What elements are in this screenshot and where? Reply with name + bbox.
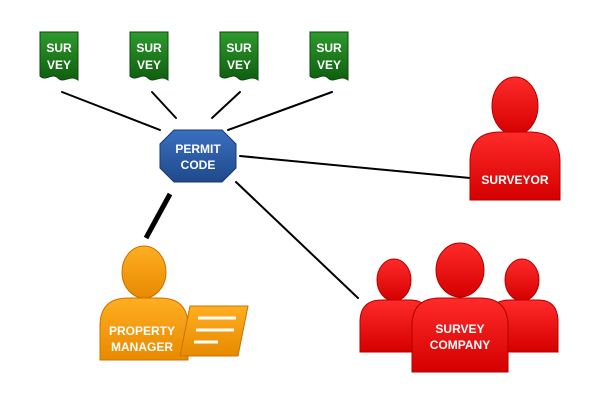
- connectors: [61, 91, 471, 299]
- survey-doc-2-line1: SUR: [136, 41, 162, 55]
- survey-company-node: SURVEY COMPANY: [359, 242, 559, 373]
- survey-doc-2: SUR VEY: [129, 31, 169, 81]
- person-head-icon: [491, 76, 539, 136]
- survey-doc-4-line1: SUR: [316, 41, 342, 55]
- connector-property-manager: [143, 192, 173, 240]
- survey-doc-3-line2: VEY: [227, 58, 251, 72]
- octagon-icon: [159, 129, 237, 183]
- survey-doc-1-line2: VEY: [47, 58, 71, 72]
- survey-company-line1: SURVEY: [435, 322, 484, 336]
- connector-survey-4: [227, 91, 333, 131]
- person-head-icon: [435, 242, 485, 298]
- survey-doc-2-line2: VEY: [137, 58, 161, 72]
- document-icon: [309, 31, 349, 81]
- permit-code-node: PERMIT CODE: [159, 129, 237, 183]
- person-head-icon: [121, 245, 167, 299]
- connector-survey-1: [61, 91, 161, 131]
- survey-doc-1-line1: SUR: [46, 41, 72, 55]
- permit-code-line2: CODE: [181, 158, 216, 172]
- surveyor-label: SURVEYOR: [481, 173, 548, 187]
- form-sheet-icon: [179, 305, 249, 357]
- document-icon: [129, 31, 169, 81]
- survey-company-line2: COMPANY: [430, 338, 490, 352]
- person-body-icon: [469, 131, 561, 201]
- document-icon: [219, 31, 259, 81]
- person-body-icon: [411, 297, 509, 373]
- connector-survey-2: [151, 91, 177, 119]
- connector-surveyor: [239, 155, 471, 179]
- survey-doc-4: SUR VEY: [309, 31, 349, 81]
- person-head-icon: [504, 258, 540, 302]
- property-manager-line1: PROPERTY: [109, 324, 175, 338]
- connector-survey-3: [211, 91, 241, 119]
- document-icon: [39, 31, 79, 81]
- property-manager-node: PROPERTY MANAGER: [99, 245, 249, 361]
- survey-doc-4-line2: VEY: [317, 58, 341, 72]
- connector-survey-company: [235, 181, 359, 299]
- survey-doc-3: SUR VEY: [219, 31, 259, 81]
- person-head-icon: [376, 258, 412, 302]
- survey-doc-3-line1: SUR: [226, 41, 252, 55]
- property-manager-line2: MANAGER: [111, 340, 173, 354]
- permit-code-line1: PERMIT: [175, 142, 221, 156]
- surveyor-node: SURVEYOR: [469, 76, 561, 201]
- survey-doc-1: SUR VEY: [39, 31, 79, 81]
